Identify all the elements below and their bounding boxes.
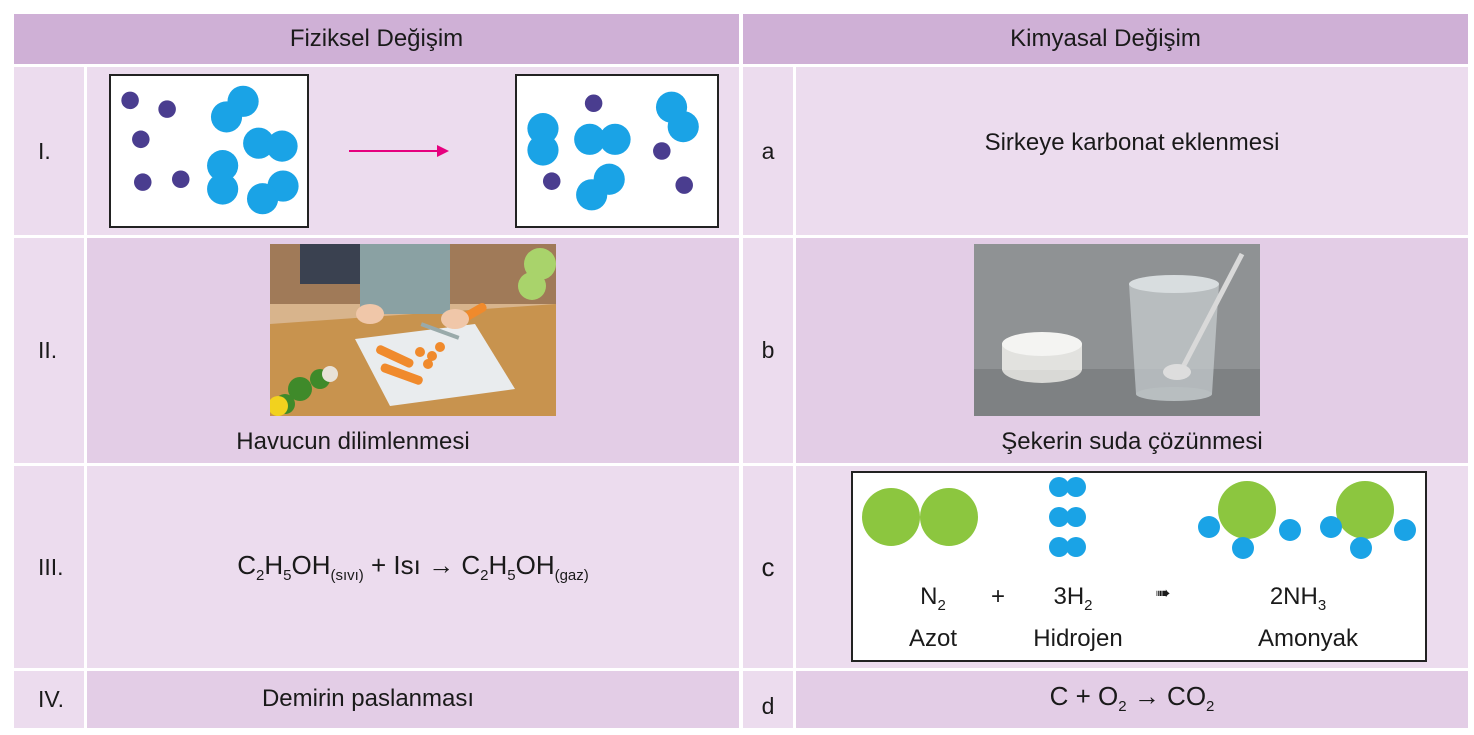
small-particle xyxy=(584,94,603,113)
header-chemical: Kimyasal Değişim xyxy=(743,14,1468,64)
physical-cell-4: Demirin paslanması xyxy=(87,671,739,728)
chemical-caption-2: Şekerin suda çözünmesi xyxy=(1001,428,1263,455)
physical-cell-3: C2H5OH(sıvı) + Isı → C2H5OH(gaz) xyxy=(87,466,739,668)
header-physical: Fiziksel Değişim xyxy=(14,14,739,64)
small-particle xyxy=(675,176,693,194)
reaction-molecules xyxy=(862,477,1416,559)
azot-label: Azot xyxy=(908,625,958,652)
n2-formula: N2 xyxy=(920,583,946,614)
small-particle xyxy=(542,172,561,190)
plus-sign: + xyxy=(990,583,1005,610)
comparison-table: Fiziksel Değişim Kimyasal Değişim I. xyxy=(14,14,1468,728)
row-label-3: III. xyxy=(14,466,84,668)
sugar-dissolving-photo xyxy=(974,244,1260,416)
row-letter-b: b xyxy=(743,238,793,463)
row-letter-d: d xyxy=(743,671,793,728)
small-particle xyxy=(653,142,671,160)
small-particle xyxy=(132,130,150,149)
ammonia-reaction-box: N2 + 3H2 ➠ 2NH3 Azot Hidrojen Amonyak xyxy=(851,471,1427,662)
arrow-icon xyxy=(349,145,449,157)
chemical-cell-3: N2 + 3H2 ➠ 2NH3 Azot Hidrojen Amonyak xyxy=(796,466,1468,668)
carrot-cutting-photo xyxy=(270,244,556,416)
nh3-formula: 2NH3 xyxy=(1269,583,1327,614)
row-label-1: I. xyxy=(14,67,84,235)
row-letter-a: a xyxy=(743,67,793,235)
small-particle xyxy=(171,170,190,189)
chemical-cell-1: Sirkeye karbonat eklenmesi xyxy=(796,67,1468,235)
particle-box-after xyxy=(515,74,719,228)
chemical-cell-2: Şekerin suda çözünmesi xyxy=(796,238,1468,463)
row-label-4: IV. xyxy=(14,671,84,728)
reaction-arrow-icon: ➠ xyxy=(1155,583,1171,603)
hidrojen-label: Hidrojen xyxy=(1033,625,1123,652)
physical-text-4: Demirin paslanması xyxy=(261,685,475,712)
carbon-equation: C + O2 → CO2 xyxy=(1049,681,1215,716)
small-particle xyxy=(134,173,152,191)
row-letter-c: c xyxy=(743,466,793,668)
row-label-2: II. xyxy=(14,238,84,463)
amonyak-label: Amonyak xyxy=(1257,625,1359,652)
ethanol-equation: C2H5OH(sıvı) + Isı → C2H5OH(gaz) xyxy=(237,550,589,585)
physical-cell-2: Havucun dilimlenmesi xyxy=(87,238,739,463)
h2-formula: 3H2 xyxy=(1053,583,1093,614)
physical-caption-2: Havucun dilimlenmesi xyxy=(236,428,470,455)
chemical-cell-4: C + O2 → CO2 xyxy=(796,671,1468,728)
particle-box-before xyxy=(109,74,309,228)
chemical-text-1: Sirkeye karbonat eklenmesi xyxy=(984,129,1280,156)
small-particle xyxy=(121,91,139,110)
physical-cell-1 xyxy=(87,67,739,235)
small-particle xyxy=(158,100,176,118)
